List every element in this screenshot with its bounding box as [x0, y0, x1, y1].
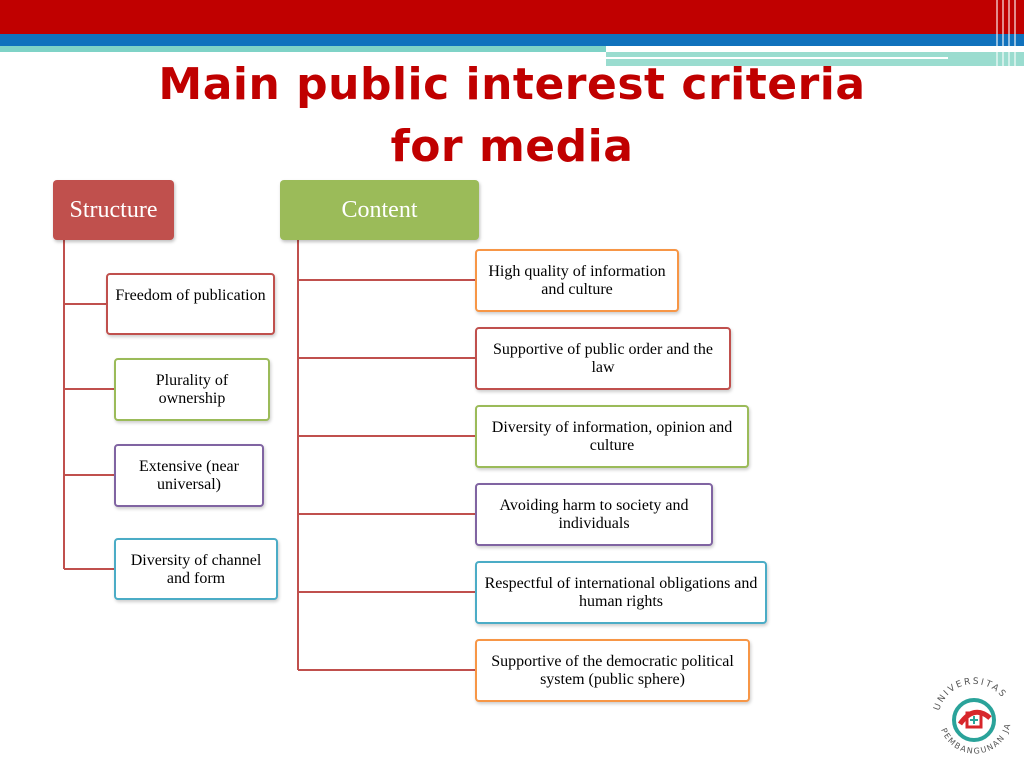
header-band-white-line	[606, 57, 948, 59]
content-item-avoiding-harm: Avoiding harm to society and individuals	[475, 483, 713, 546]
header-band-teal	[0, 46, 606, 52]
header-stripe	[1014, 0, 1016, 70]
structure-header: Structure	[53, 180, 174, 240]
content-header-label: Content	[341, 196, 418, 223]
structure-header-label: Structure	[69, 196, 158, 223]
header-band-red	[0, 0, 1024, 34]
content-item-diversity-of-information: Diversity of information, opinion and cu…	[475, 405, 749, 468]
header-stripe	[996, 0, 998, 70]
content-item-international-obligations: Respectful of international obligations …	[475, 561, 767, 624]
structure-item-extensive: Extensive (near universal)	[114, 444, 264, 507]
content-connector-lines	[297, 240, 475, 671]
structure-item-freedom-of-publication: Freedom of publication	[106, 273, 275, 335]
content-item-high-quality: High quality of information and culture	[475, 249, 679, 312]
slide-title: Main public interest criteria for media	[158, 59, 866, 172]
content-header: Content	[280, 180, 479, 240]
structure-connector-lines	[63, 240, 114, 570]
header-stripe	[1008, 0, 1010, 70]
content-item-public-order: Supportive of public order and the law	[475, 327, 731, 390]
structure-item-diversity-of-channel: Diversity of channel and form	[114, 538, 278, 600]
content-item-democratic-system: Supportive of the democratic political s…	[475, 639, 750, 702]
header-band-teal-right	[606, 52, 1024, 66]
universitas-pembangunan-jaya-logo-icon: UNIVERSITAS PEMBANGUNAN JAYA	[924, 668, 1011, 756]
header-stripe	[1002, 0, 1004, 70]
structure-item-plurality-of-ownership: Plurality of ownership	[114, 358, 270, 421]
header-band-blue	[0, 34, 1024, 46]
svg-text:UNIVERSITAS: UNIVERSITAS	[932, 677, 1008, 712]
